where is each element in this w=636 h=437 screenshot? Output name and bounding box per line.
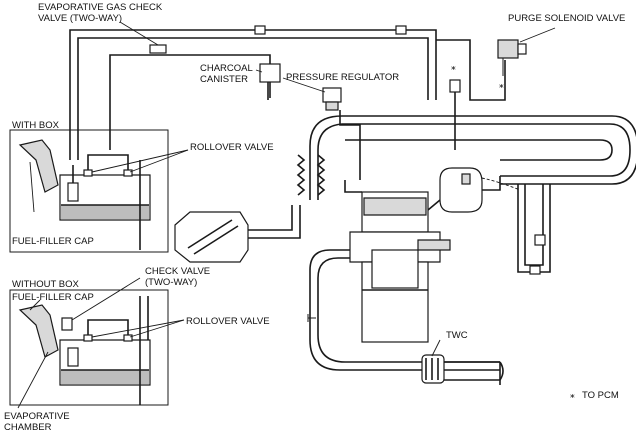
label-without-box: WITHOUT BOX — [12, 279, 80, 290]
label-evaporative-chamber-2: CHAMBER — [4, 422, 52, 433]
air-cleaner — [174, 205, 301, 263]
marker-to-pcm-legend: ⁎ — [570, 390, 575, 401]
bellows-left — [296, 154, 306, 196]
marker-to-pcm-top: ⁎ — [451, 62, 456, 73]
throttle-body — [439, 167, 501, 213]
label-with-box: WITH BOX — [12, 120, 60, 131]
label-to-pcm: TO PCM — [582, 390, 619, 401]
air-intake-duct — [309, 115, 636, 200]
label-charcoal-2: CANISTER — [200, 74, 248, 85]
purge-solenoid-valve — [497, 39, 527, 76]
throttle-sensor — [461, 173, 471, 185]
sensor-connector-top — [449, 79, 461, 93]
label-evaporative-chamber-1: EVAPORATIVE — [4, 411, 70, 422]
label-twc: TWC — [446, 330, 468, 341]
exhaust-system — [309, 249, 504, 385]
leader-lines — [17, 21, 556, 409]
label-rollover-valve-top: ROLLOVER VALVE — [190, 142, 274, 153]
label-check-valve-2: (TWO-WAY) — [145, 277, 197, 288]
right-side-vacuum-assembly — [517, 184, 551, 275]
fuel-tank-with-box — [18, 139, 151, 250]
with-box-frame — [9, 129, 169, 253]
label-check-valve-1: CHECK VALVE — [145, 266, 210, 277]
engine-block — [349, 191, 451, 343]
dashed-vacuum-hose — [481, 177, 521, 191]
pressure-regulator — [322, 87, 342, 111]
label-rollover-valve-bottom: ROLLOVER VALVE — [186, 316, 270, 327]
marker-to-pcm-solenoid: ⁎ — [499, 80, 504, 91]
engine-vacuum-line-right — [427, 199, 441, 211]
label-fuel-filler-cap-top: FUEL-FILLER CAP — [12, 236, 94, 247]
bellows-right — [316, 154, 326, 196]
heat-sensor-stub — [307, 314, 316, 322]
label-purge-solenoid-valve: PURGE SOLENOID VALVE — [508, 13, 625, 24]
vapor-lines-top — [69, 29, 506, 180]
label-evaporative-gas-check-valve-1: EVAPORATIVE GAS CHECK — [38, 2, 163, 13]
label-evaporative-gas-check-valve-2: VALVE (TWO-WAY) — [38, 13, 122, 24]
inline-fitting-top-2 — [395, 25, 407, 35]
label-pressure-regulator: PRESSURE REGULATOR — [286, 72, 399, 83]
label-charcoal-1: CHARCOAL — [200, 63, 253, 74]
without-box-frame — [9, 289, 169, 406]
evaporative-gas-check-valve — [149, 44, 167, 54]
inline-fitting-top-1 — [254, 25, 266, 35]
engine-vacuum-line-left — [344, 180, 362, 193]
fuel-tank-without-box — [18, 296, 151, 405]
label-fuel-filler-cap-bottom: FUEL-FILLER CAP — [12, 292, 94, 303]
charcoal-canister — [259, 63, 281, 100]
